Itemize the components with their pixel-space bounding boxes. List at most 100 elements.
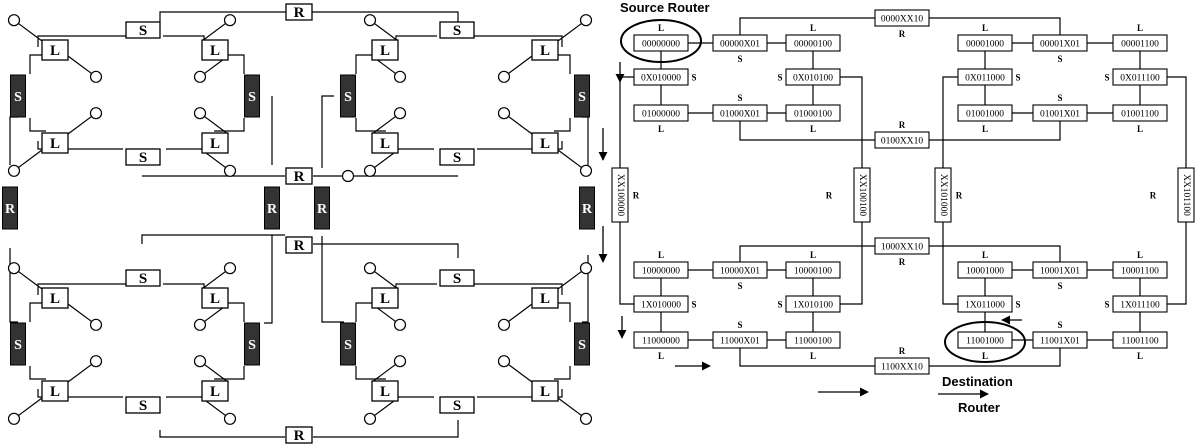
- left-router-center-bottom-box: [285, 236, 313, 254]
- l4-to-s-right: [214, 118, 245, 132]
- node-1X011100-address: 1X011100: [1120, 301, 1160, 311]
- l2-to-s-top: [163, 283, 205, 295]
- quad-bottom-right-switch-bottom-label: S: [453, 398, 461, 414]
- quad-bottom-right-leaf-2: L: [371, 287, 399, 309]
- left-router-mid-left-box: [264, 186, 280, 230]
- quad-top-right-end-node-7: [363, 164, 377, 177]
- l1-to-s-left: [554, 302, 571, 322]
- node-XX100100-role: R: [826, 191, 833, 201]
- router-top-link-b: [312, 11, 459, 22]
- node-11001000-box: [957, 331, 1013, 349]
- l1-to-s-top: [37, 283, 142, 295]
- node-0X010000-address: 0X010000: [641, 74, 681, 84]
- node-01000X01-address: 01000X01: [720, 110, 760, 120]
- node-00001100-box: [1112, 34, 1168, 52]
- quad-bottom-left-leaf-4-label: L: [210, 384, 220, 400]
- quad-bottom-left-switch-top-label: S: [139, 271, 147, 287]
- node-01000100-box: [785, 104, 841, 122]
- quad-top-left-switch-bottom: S: [125, 148, 161, 166]
- node-0000XX10-box: [874, 9, 930, 27]
- quad-bottom-left-end-node-3: [223, 262, 237, 275]
- quad-top-right-switch-right-label: S: [344, 90, 352, 105]
- node-10001X01-address: 10001X01: [1040, 267, 1080, 277]
- node-XX101100-role: R: [1150, 191, 1157, 201]
- destination-router-highlight: [944, 321, 1026, 363]
- quad-bottom-right-leaf-1-box: [531, 287, 559, 309]
- left-router-left-box: [2, 186, 18, 230]
- quad-bottom-left-leaf-2: L: [201, 287, 229, 309]
- node-00001000-box: [957, 34, 1013, 52]
- node-0X011000-role: S: [1015, 73, 1020, 83]
- l1-to-s-left: [554, 54, 571, 74]
- quad-top-right-leaf-2-label: L: [380, 43, 390, 59]
- l1-to-s-left: [29, 54, 46, 74]
- quad-top-right-leaf-4-box: [371, 132, 399, 154]
- node-10001000-address: 10001000: [966, 267, 1004, 277]
- quad-top-right-end-node-4: [393, 70, 407, 83]
- node-XX101000-address: XX101000: [938, 174, 948, 216]
- router-center-bottom-link-a: [141, 234, 285, 244]
- node-10001X01-role: S: [1057, 281, 1062, 291]
- quad-bottom-right-switch-left: S: [574, 322, 590, 366]
- quad-top-right-switch-bottom-box: [439, 148, 475, 166]
- quad-top-right-leaf-1-box: [531, 39, 559, 61]
- quad-bottom-right-leaf-3-label: L: [540, 384, 550, 400]
- quad-bottom-left-end-node-4: [193, 318, 207, 331]
- node-01000100-role: L: [810, 124, 816, 134]
- quad-bottom-right-leaf-3-box: [531, 380, 559, 402]
- quad-bottom-left-leaf-1: L: [41, 287, 69, 309]
- quad-bottom-left-switch-left-label: S: [14, 338, 22, 353]
- node-11000000-address: 11000000: [642, 337, 680, 347]
- node-10001000-role: L: [982, 250, 988, 260]
- quad-top-left-leaf-3: L: [41, 132, 69, 154]
- node-00001X01-address: 00001X01: [1040, 40, 1080, 50]
- quad-bottom-left-end-node-8: [193, 355, 207, 368]
- node-0X011100-box: [1112, 68, 1168, 86]
- node-1100XX10-box: [874, 357, 930, 375]
- node-00000X01-box: [712, 34, 768, 52]
- node-00000X01-address: 00000X01: [720, 40, 760, 50]
- node-00001000-role: L: [982, 23, 988, 33]
- node-0X010000-box: [633, 68, 689, 86]
- node-11001100-role: L: [1137, 351, 1143, 361]
- node-10000000-box: [633, 261, 689, 279]
- node-XX100000-box: [611, 167, 629, 223]
- l2-to-s-top: [395, 283, 437, 295]
- quad-top-right-switch-left: S: [574, 74, 590, 118]
- quad-top-right-switch-right: S: [340, 74, 356, 118]
- node-0000XX10-role: R: [899, 29, 906, 39]
- node-10001100-address: 10001100: [1121, 267, 1159, 277]
- quad-top-left-leaf-2: L: [201, 39, 229, 61]
- quad-bottom-left-leaf-4-box: [201, 380, 229, 402]
- l3-to-s-left: [29, 118, 46, 132]
- node-01001100-address: 01001100: [1121, 110, 1159, 120]
- node-0X011100-role: S: [1104, 73, 1109, 83]
- quad-top-right-switch-top-box: [439, 21, 475, 39]
- quad-bottom-left-switch-right: S: [244, 322, 260, 366]
- quad-top-left-switch-right-label: S: [248, 90, 256, 105]
- destination-router-label: Router: [958, 400, 1000, 415]
- node-00001X01-role: S: [1057, 54, 1062, 64]
- quad-bottom-right-end-node-5: [579, 412, 593, 425]
- node-00001X01-box: [1032, 34, 1088, 52]
- l3-to-s-left: [554, 118, 571, 132]
- node-1X011100-role: S: [1104, 300, 1109, 310]
- node-00000000-address: 00000000: [642, 40, 680, 50]
- quad-top-left-end-node-6: [89, 107, 103, 120]
- quad-bottom-right-end-node-4: [393, 318, 407, 331]
- quad-bottom-left-switch-top: S: [125, 269, 161, 287]
- node-10000X01-address: 10000X01: [720, 267, 760, 277]
- node-01000100-address: 01000100: [794, 110, 832, 120]
- l1-to-s-top: [458, 35, 563, 47]
- quad-top-right-end-node-2: [497, 70, 511, 83]
- quad-top-right-end-node-1: [579, 14, 593, 27]
